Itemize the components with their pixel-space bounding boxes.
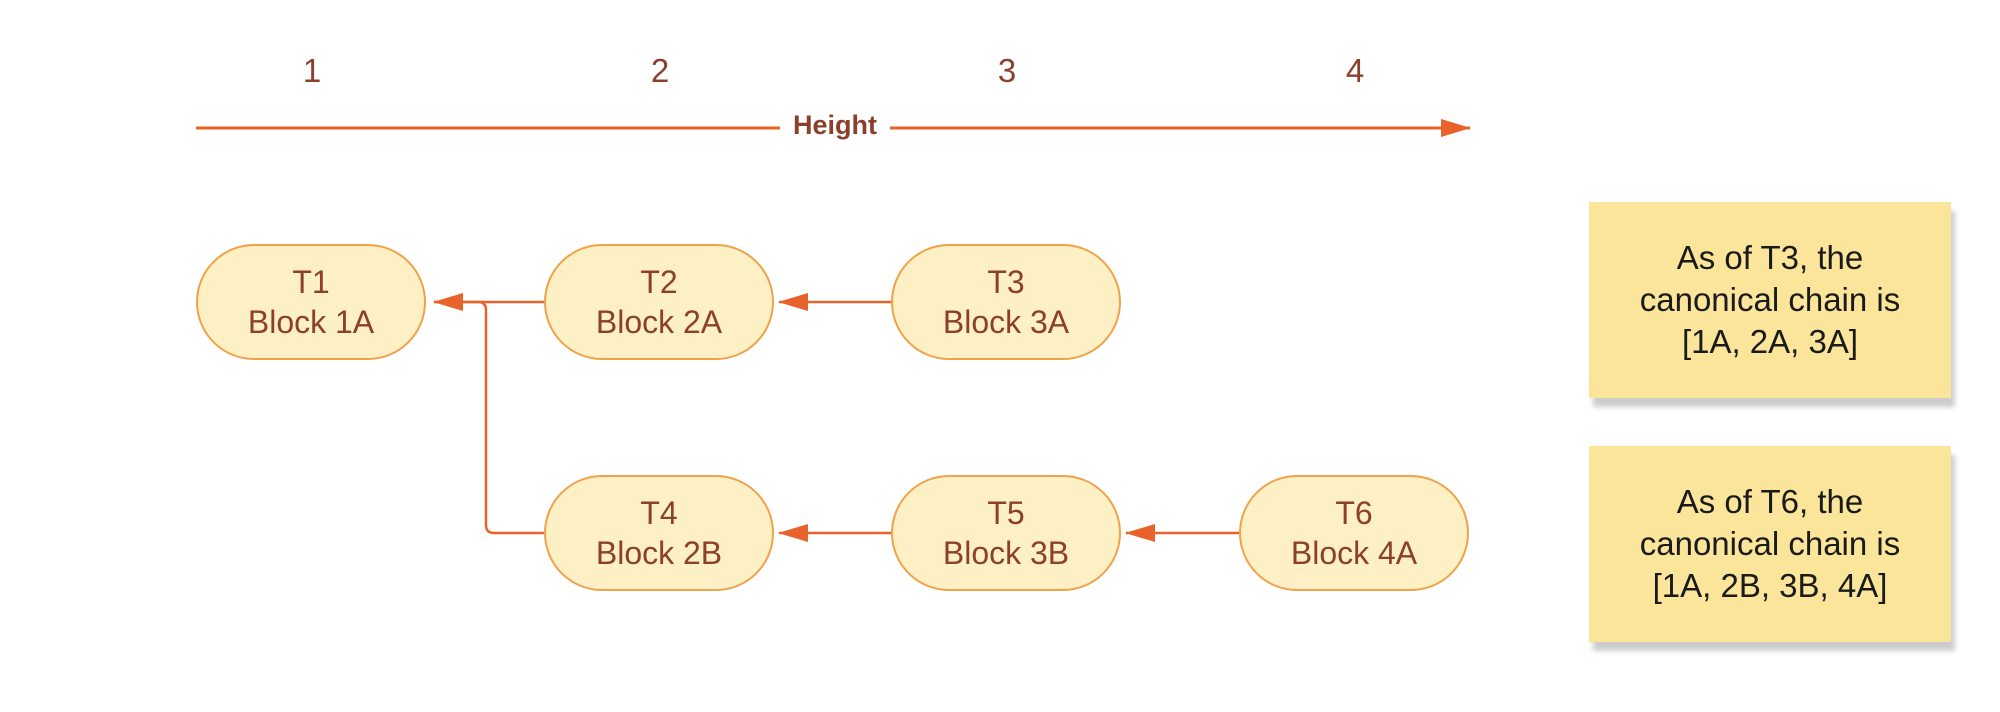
block-name-label: Block 1A bbox=[247, 304, 375, 340]
height-axis-title: Height bbox=[780, 110, 890, 140]
link-2B-to-1A bbox=[434, 300, 544, 535]
block-2B: T4 Block 2B bbox=[544, 475, 774, 591]
note-canonical-chain-t3: As of T3, the canonical chain is [1A, 2A… bbox=[1589, 202, 1951, 398]
block-name-label: Block 2B bbox=[595, 535, 723, 571]
block-name-label: Block 3A bbox=[942, 304, 1070, 340]
note-text: As of T6, the canonical chain is [1A, 2B… bbox=[1639, 483, 1901, 604]
block-time-label: T4 bbox=[640, 495, 678, 531]
block-name-label: Block 2A bbox=[595, 304, 723, 340]
block-time-label: T3 bbox=[987, 264, 1025, 300]
block-3A: T3 Block 3A bbox=[891, 244, 1121, 360]
block-time-label: T2 bbox=[640, 264, 678, 300]
block-time-label: T6 bbox=[1335, 495, 1373, 531]
block-1A: T1 Block 1A bbox=[196, 244, 426, 360]
block-time-label: T5 bbox=[987, 495, 1025, 531]
block-name-label: Block 3B bbox=[942, 535, 1070, 571]
block-time-label: T1 bbox=[292, 264, 330, 300]
height-label-1: 1 bbox=[302, 52, 322, 89]
note-text: As of T3, the canonical chain is [1A, 2A… bbox=[1639, 239, 1901, 360]
height-label-2: 2 bbox=[650, 52, 670, 89]
height-label-3: 3 bbox=[997, 52, 1017, 89]
block-2A: T2 Block 2A bbox=[544, 244, 774, 360]
note-canonical-chain-t6: As of T6, the canonical chain is [1A, 2B… bbox=[1589, 446, 1951, 642]
block-3B: T5 Block 3B bbox=[891, 475, 1121, 591]
block-4A: T6 Block 4A bbox=[1239, 475, 1469, 591]
block-name-label: Block 4A bbox=[1290, 535, 1418, 571]
height-label-4: 4 bbox=[1345, 52, 1365, 89]
